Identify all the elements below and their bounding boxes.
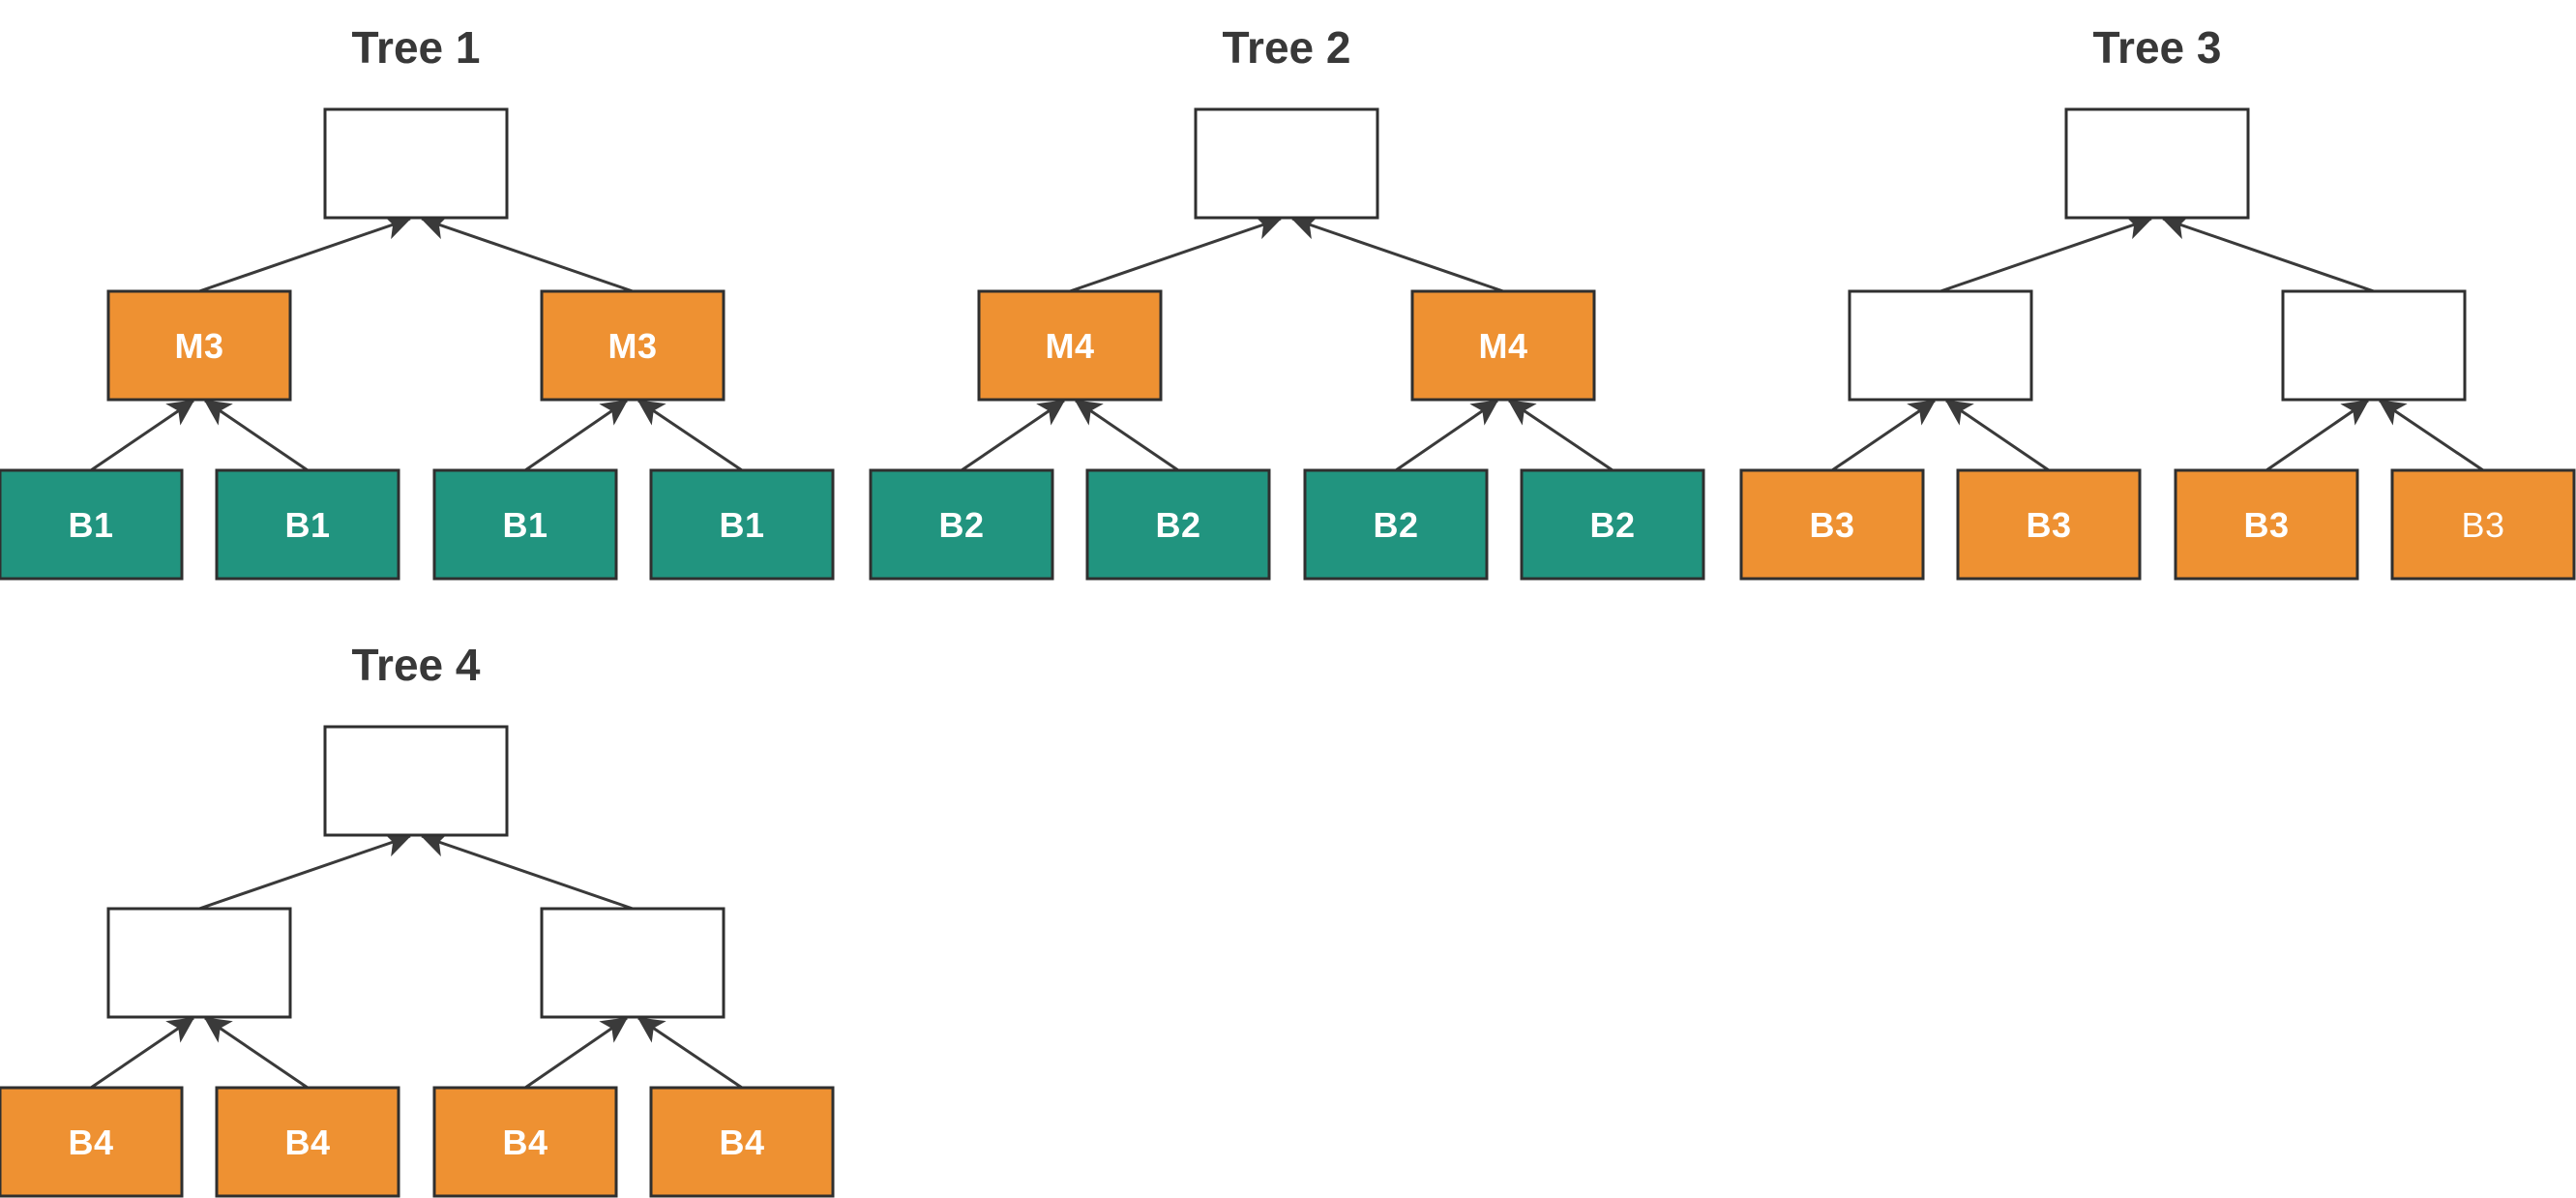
leaf-node-4-label: B4 [719,1123,764,1162]
edge-mid2-to-root [2161,214,2375,293]
root-node [323,107,509,220]
leaf-node-3-label: B3 [2243,505,2289,545]
edge-mid2-to-root [1290,214,1504,293]
tree-1: Tree 1 M3 M3 B1 B1 B1 B1 [0,22,835,581]
edge-leaf2-to-mid1 [1944,399,2050,472]
leaf-node-3-label: B4 [502,1123,548,1162]
leaf-node-3 [2174,468,2359,581]
leaf-node-1 [869,468,1054,581]
edge-leaf1-to-mid1 [961,399,1066,472]
tree-title: Tree 3 [2093,22,2222,73]
leaf-node-3-label: B2 [1373,505,1418,545]
edge-mid1-to-root [1069,214,1283,293]
leaf-node-2-label: B3 [2026,505,2071,545]
leaf-node-1-label: B3 [1809,505,1854,545]
leaf-node-3 [432,468,618,581]
tree-title: Tree 4 [352,640,481,690]
leaf-node-1-label: B1 [68,505,113,545]
edge-leaf4-to-mid2 [637,399,743,472]
edge-leaf2-to-mid1 [1074,399,1179,472]
edge-leaf4-to-mid2 [1507,399,1614,472]
leaf-node-1-label: B2 [938,505,984,545]
edge-leaf3-to-mid2 [524,1016,629,1090]
leaf-node-4 [1520,468,1705,581]
tree-3: Tree 3 B3 B3 B3 B3 [1739,22,2576,581]
leaf-node-4-label: B2 [1589,505,1635,545]
edge-mid1-to-root [1939,214,2153,293]
edge-mid1-to-root [198,214,412,293]
edge-leaf3-to-mid2 [1395,399,1499,472]
tree-4: Tree 4 B4 B4 B4 B4 [0,640,835,1198]
edge-leaf2-to-mid1 [203,1016,309,1090]
mid-node-right-label: M4 [1478,326,1527,366]
leaf-node-2 [215,468,400,581]
leaf-node-4-label: B3 [2461,505,2504,545]
edge-leaf4-to-mid2 [637,1016,743,1090]
leaf-node-2 [1956,468,2142,581]
leaf-node-3 [1303,468,1489,581]
mid-node-left [106,907,292,1019]
mid-node-right [2281,289,2467,402]
root-node [1194,107,1379,220]
mid-node-left-label: M3 [174,326,223,366]
tree-title: Tree 1 [352,22,481,73]
edge-leaf3-to-mid2 [524,399,629,472]
leaf-node-1 [0,1086,184,1198]
leaf-node-1 [1739,468,1925,581]
leaf-node-4 [649,468,835,581]
tree-2: Tree 2 M4 M4 B2 B2 B2 B2 [869,22,1705,581]
edge-mid2-to-root [420,831,634,911]
tree-title: Tree 2 [1223,22,1351,73]
edge-leaf4-to-mid2 [2378,399,2484,472]
mid-node-right-label: M3 [607,326,657,366]
mid-node-left-label: M4 [1045,326,1094,366]
mid-node-left [1848,289,2033,402]
edge-mid1-to-root [198,831,412,911]
leaf-node-4 [649,1086,835,1198]
edge-leaf1-to-mid1 [90,399,195,472]
mid-node-right [1410,289,1596,402]
root-node [2064,107,2250,220]
edge-leaf1-to-mid1 [90,1016,195,1090]
leaf-node-3 [432,1086,618,1198]
leaf-node-3-label: B1 [502,505,548,545]
leaf-node-1-label: B4 [68,1123,113,1162]
mid-node-right [540,289,725,402]
leaf-node-2 [215,1086,400,1198]
leaf-node-2-label: B4 [284,1123,330,1162]
mid-node-left [106,289,292,402]
edge-mid2-to-root [420,214,634,293]
edge-leaf1-to-mid1 [1831,399,1937,472]
leaf-node-2-label: B2 [1155,505,1200,545]
leaf-node-2 [1085,468,1271,581]
root-node [323,725,509,837]
leaf-node-2-label: B1 [284,505,330,545]
leaf-node-4-label: B1 [719,505,764,545]
mid-node-right [540,907,725,1019]
edge-leaf2-to-mid1 [203,399,309,472]
leaf-node-4 [2390,468,2576,581]
edge-leaf3-to-mid2 [2265,399,2370,472]
leaf-node-1 [0,468,184,581]
mid-node-left [977,289,1163,402]
